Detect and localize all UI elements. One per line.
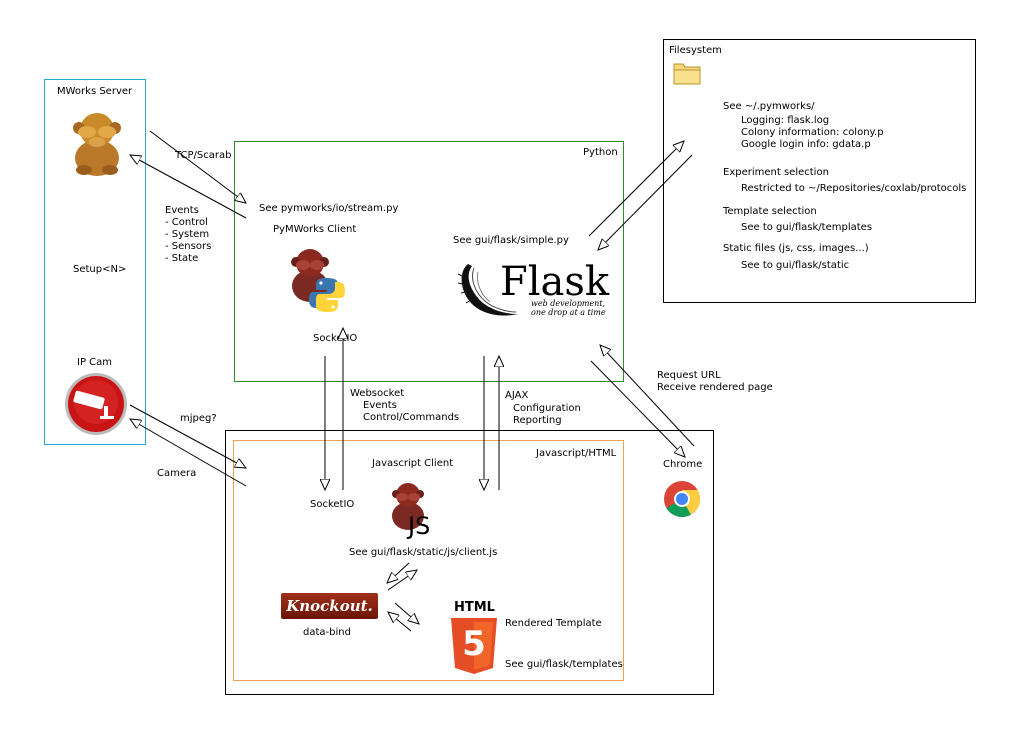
template-selection-title: Template selection (723, 206, 817, 217)
javascript-client-label: Javascript Client (372, 458, 454, 469)
simple-ref: See gui/flask/simple.py (453, 235, 569, 246)
client-js-ref: See gui/flask/static/js/client.js (349, 547, 498, 558)
arrow-template-to-knockout (388, 612, 412, 632)
monkey-icon (73, 113, 121, 176)
ajax-configuration-label: Configuration (513, 403, 581, 414)
python-socketio-label: SocketIO (313, 333, 358, 344)
websocket-label: Websocket (350, 388, 405, 399)
events-system-label: - System (165, 229, 210, 240)
pymworks-client-label: PyMWorks Client (273, 224, 357, 235)
html5-digit: 5 (462, 624, 486, 664)
stream-ref: See pymworks/io/stream.py (259, 203, 399, 214)
javascript-html-title: Javascript/HTML (536, 448, 617, 459)
folder-icon (673, 63, 701, 85)
ajax-label: AJAX (505, 390, 529, 401)
google-label: Google login info: gdata.p (741, 139, 871, 150)
python-box (234, 141, 624, 382)
flask-tagline-1: web development, (531, 299, 606, 308)
static-files-title: Static files (js, css, images...) (723, 243, 869, 254)
flask-tagline-2: one drop at a time (531, 308, 606, 317)
chrome-title: Chrome (663, 459, 703, 470)
experiment-selection-title: Experiment selection (723, 167, 829, 178)
pymworks-dir-label: See ~/.pymworks/ (723, 101, 815, 112)
request-url-label: Request URL (657, 370, 721, 381)
arrow-js-to-ipcam (130, 419, 247, 487)
python-logo-icon (309, 278, 345, 312)
arrow-python-to-mworks (130, 155, 247, 219)
arrow-ipcam-to-js (129, 404, 246, 468)
mworks-server-title: MWorks Server (57, 86, 133, 97)
ip-camera-icon (65, 373, 127, 435)
js-logo-text: JS (408, 512, 431, 540)
events-control-label: - Control (165, 217, 208, 228)
colony-label: Colony information: colony.p (741, 127, 884, 138)
websocket-events-label: Events (363, 400, 397, 411)
arrow-client-to-knockout (387, 562, 410, 583)
python-title: Python (583, 147, 618, 158)
flask-logo-text: Flask (500, 259, 610, 305)
websocket-control-label: Control/Commands (363, 412, 460, 423)
filesystem-title: Filesystem (669, 45, 722, 56)
experiment-selection-detail: Restricted to ~/Repositories/coxlab/prot… (741, 183, 967, 194)
camera-label: Camera (157, 468, 197, 479)
arrow-chrome-to-flask (600, 345, 695, 447)
monkey-icon (392, 483, 424, 530)
chrome-icon (664, 481, 700, 518)
html-logo-text: HTML (454, 600, 495, 615)
arrow-filesystem-to-python (598, 154, 693, 250)
flask-horn-icon (457, 264, 518, 316)
events-label: Events (165, 205, 199, 216)
template-selection-detail: See to gui/flask/templates (741, 222, 873, 233)
arrow-knockout-to-client (387, 570, 417, 591)
filesystem-box (663, 39, 976, 303)
chrome-box (225, 430, 714, 695)
arrow-python-to-filesystem (588, 141, 684, 237)
ajax-reporting-label: Reporting (513, 415, 562, 426)
receive-page-label: Receive rendered page (657, 382, 773, 393)
events-sensors-label: - Sensors (165, 241, 212, 252)
data-bind-label: data-bind (303, 627, 351, 638)
javascript-html-box (233, 440, 624, 681)
setup-label: Setup<N> (73, 264, 127, 275)
mworks-server-box (44, 79, 146, 445)
html5-shield-icon: 5 (449, 616, 499, 676)
ip-cam-title: IP Cam (77, 357, 113, 368)
arrow-flask-to-chrome (590, 360, 685, 457)
templates-ref: See gui/flask/templates (505, 659, 623, 670)
knockout-logo: Knockout. (281, 593, 378, 619)
arrow-knockout-to-template (394, 602, 419, 624)
arrow-mworks-to-python (149, 130, 246, 203)
tcp-scarab-label: TCP/Scarab (175, 150, 232, 161)
mjpeg-label: mjpeg? (180, 413, 217, 424)
events-state-label: - State (165, 253, 199, 264)
static-files-detail: See to gui/flask/static (741, 260, 850, 271)
logging-label: Logging: flask.log (741, 115, 830, 126)
rendered-template-label: Rendered Template (505, 618, 602, 629)
js-socketio-label: SocketIO (310, 499, 355, 510)
